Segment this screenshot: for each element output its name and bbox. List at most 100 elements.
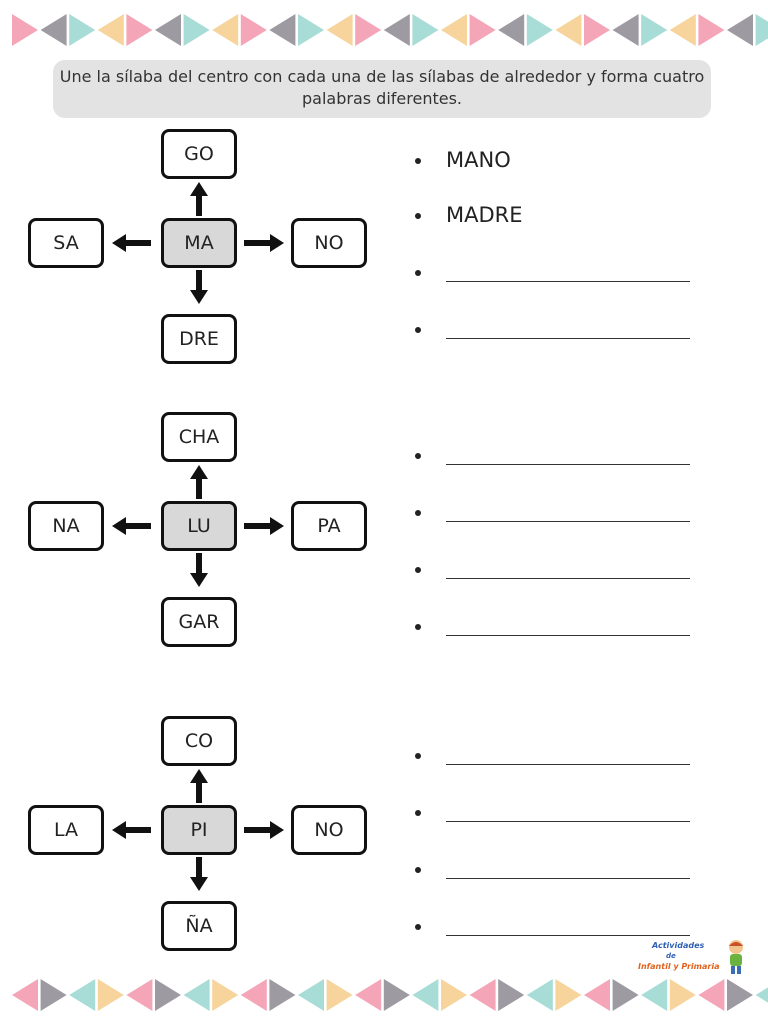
child-mascot-icon xyxy=(729,940,743,974)
answer-blank-line xyxy=(446,338,690,339)
syllable-text: CO xyxy=(184,730,214,752)
bunting-triangle xyxy=(584,979,610,1011)
bullet xyxy=(415,453,421,459)
bunting-triangle xyxy=(469,979,496,1011)
exercise-3: CO LA PI NO ÑA xyxy=(0,715,768,955)
answer-blank-line xyxy=(446,635,690,636)
bunting-triangle xyxy=(441,14,467,46)
bunting-triangle xyxy=(641,979,668,1011)
answer-blank-line xyxy=(446,464,690,465)
bunting-bottom-decoration xyxy=(12,979,768,1011)
arrow-left xyxy=(112,821,151,839)
bullet xyxy=(415,270,421,276)
arrow-left xyxy=(112,234,151,252)
answer-item[interactable] xyxy=(412,739,712,779)
answer-item[interactable] xyxy=(412,496,712,536)
answer-item[interactable] xyxy=(412,910,712,950)
bunting-triangle xyxy=(383,979,410,1011)
bunting-triangle xyxy=(69,14,96,46)
arrow-left xyxy=(112,517,151,535)
arrows-exercise-2 xyxy=(112,465,284,587)
answer-list xyxy=(412,411,712,651)
instructions-text: Une la sílaba del centro con cada una de… xyxy=(59,67,705,108)
exercise-1: GO SA MA NO DRE MANO MADRE xyxy=(0,128,768,368)
syllable-text: GO xyxy=(184,143,214,165)
answer-item[interactable] xyxy=(412,610,712,650)
bunting-triangle xyxy=(441,979,467,1011)
arrow-up xyxy=(190,465,208,499)
bunting-triangle xyxy=(727,979,753,1011)
bunting-triangle xyxy=(40,979,67,1011)
answer-blank-line xyxy=(446,281,690,282)
bunting-triangle xyxy=(669,14,696,46)
syllable-text: LU xyxy=(187,515,211,537)
bunting-triangle xyxy=(97,979,124,1011)
answer-blank-line xyxy=(446,878,690,879)
syllable-text: ÑA xyxy=(185,915,213,937)
syllable-text: MA xyxy=(184,232,214,254)
syllable-box-top: GO xyxy=(161,129,237,179)
answer-list xyxy=(412,715,712,955)
answer-text: MANO xyxy=(446,148,511,172)
answer-list: MANO MADRE xyxy=(412,128,712,368)
bullet xyxy=(415,753,421,759)
bunting-triangle xyxy=(612,979,639,1011)
logo-text-line1: Actividades xyxy=(652,941,705,950)
bunting-triangle xyxy=(240,14,267,46)
arrow-right xyxy=(244,821,284,839)
answer-item[interactable] xyxy=(412,439,712,479)
bunting-triangle xyxy=(555,979,582,1011)
syllable-box-center: LU xyxy=(161,501,237,551)
syllable-box-bottom: ÑA xyxy=(161,901,237,951)
instructions-banner: Une la sílaba del centro con cada una de… xyxy=(53,60,711,118)
bullet xyxy=(415,624,421,630)
bunting-triangle xyxy=(326,14,353,46)
answer-blank-line xyxy=(446,935,690,936)
syllable-text: LA xyxy=(53,819,79,841)
answer-item[interactable]: MADRE xyxy=(412,199,712,239)
arrows-exercise-3 xyxy=(112,769,284,891)
bunting-triangle xyxy=(498,979,525,1011)
syllable-box-center: PI xyxy=(161,805,237,855)
bunting-triangle xyxy=(355,979,382,1011)
logo-text-line3: Infantil y Primaria xyxy=(638,962,720,971)
bunting-triangle xyxy=(240,979,267,1011)
bullet xyxy=(415,510,421,516)
bunting-triangle xyxy=(212,979,239,1011)
arrow-down xyxy=(190,553,208,587)
bunting-triangle xyxy=(69,979,96,1011)
logo-text-line2: de xyxy=(666,952,676,960)
bunting-triangle xyxy=(326,979,353,1011)
arrow-down xyxy=(190,857,208,891)
bunting-triangle xyxy=(526,979,553,1011)
bunting-triangle xyxy=(183,14,210,46)
answer-blank-line xyxy=(446,821,690,822)
bunting-triangle xyxy=(183,979,210,1011)
bunting-triangle xyxy=(212,14,239,46)
syllable-box-center: MA xyxy=(161,218,237,268)
bunting-triangle xyxy=(641,14,668,46)
bullet xyxy=(415,327,421,333)
syllable-text: NO xyxy=(314,232,344,254)
bunting-triangle xyxy=(555,14,582,46)
syllable-text: GAR xyxy=(178,611,220,633)
syllable-box-right: PA xyxy=(291,501,367,551)
answer-item[interactable] xyxy=(412,853,712,893)
answer-item[interactable] xyxy=(412,313,712,353)
logo: Actividades de Infantil y Primaria xyxy=(636,938,756,978)
bunting-triangle xyxy=(126,14,153,46)
answer-item[interactable] xyxy=(412,553,712,593)
answer-item[interactable] xyxy=(412,256,712,296)
answer-blank-line xyxy=(446,521,690,522)
answer-item[interactable]: MANO xyxy=(412,144,712,184)
bunting-triangle xyxy=(126,979,153,1011)
bunting-triangle xyxy=(269,979,296,1011)
syllable-box-top: CO xyxy=(161,716,237,766)
bullet xyxy=(415,213,421,219)
syllable-text: PA xyxy=(317,515,341,537)
syllable-text: SA xyxy=(53,232,79,254)
syllable-box-left: LA xyxy=(28,805,104,855)
bunting-triangle xyxy=(669,979,696,1011)
arrow-right xyxy=(244,517,284,535)
answer-item[interactable] xyxy=(412,796,712,836)
